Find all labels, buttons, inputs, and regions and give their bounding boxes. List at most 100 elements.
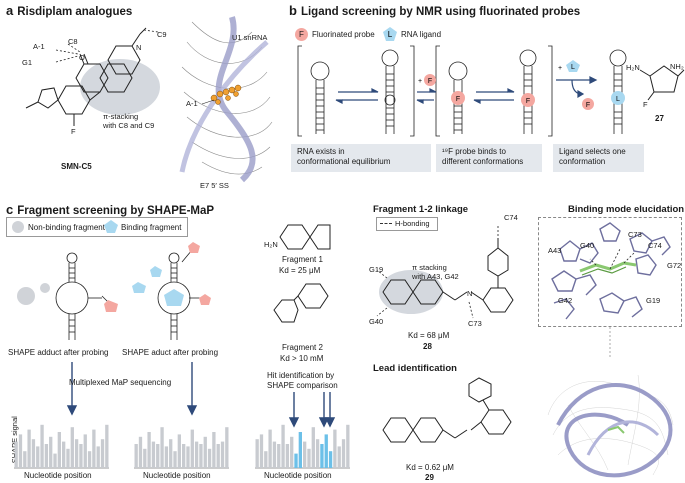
- caption-ligand-selects: Ligand selects one conformation: [553, 144, 644, 172]
- shape-bar: [328, 451, 333, 468]
- svg-text:F: F: [428, 78, 432, 85]
- binding-mode-title: Binding mode elucidation: [568, 204, 685, 215]
- shape-rna-illustrations: [17, 242, 211, 340]
- svg-text:L: L: [571, 64, 575, 71]
- caption-conformational-equilibrium: RNA exists in conformational equilibrium: [291, 144, 431, 172]
- shape-bar: [320, 444, 324, 468]
- smn-c5-structure: [25, 27, 160, 126]
- caption-probe-binds: ¹⁹F probe binds to different conformatio…: [436, 144, 542, 172]
- seq-arrows: [66, 362, 198, 416]
- shape-bar: [264, 451, 268, 468]
- shape-bar: [346, 424, 350, 468]
- label-a43-bind: A43: [548, 246, 562, 255]
- label-o-a: O: [79, 53, 85, 62]
- stacking-ellipse: [80, 59, 160, 115]
- shape-bar: [307, 448, 311, 468]
- svg-text:F: F: [586, 102, 590, 109]
- panel-b-letter: b: [289, 3, 297, 18]
- compound-27-label: 27: [655, 114, 664, 123]
- label-nh-28: N: [467, 289, 473, 298]
- hit-identification-label: Hit identification by SHAPE comparison: [267, 371, 338, 390]
- binding-mode-inset: [538, 217, 682, 327]
- kd-29: Kd = 0.62 μM: [406, 463, 454, 472]
- fragment-1-h2n: H₂N: [264, 240, 278, 249]
- fragment-1-structure: [279, 224, 331, 250]
- shape-bar: [164, 446, 169, 468]
- nonbinding-fragment-label: Non-binding fragment: [28, 223, 105, 232]
- label-g40-28: G40: [369, 317, 384, 326]
- fragment-2-structure: [273, 283, 329, 323]
- shape-bar: [294, 453, 298, 468]
- shape-bar: [143, 448, 147, 468]
- atom-nh2-27: NH₂: [670, 62, 684, 71]
- shape-bar: [92, 429, 96, 468]
- shape-bar: [255, 439, 259, 468]
- shape-bar: [268, 429, 272, 468]
- fragment-1-kd: Kd = 25 μM: [279, 266, 321, 275]
- shape-bar: [36, 446, 40, 468]
- svg-text:F: F: [456, 96, 460, 103]
- label-g19-bind: G19: [646, 296, 661, 305]
- shape-bar: [190, 429, 194, 468]
- shape-bar: [259, 434, 264, 468]
- h-bonding-legend-dash: [380, 223, 392, 224]
- nmr-scheme: + F F F + L F: [297, 45, 685, 137]
- shape-bar: [83, 434, 87, 468]
- atom-f-27: F: [643, 100, 648, 109]
- label-g40-bind: G40: [580, 241, 595, 250]
- shape-bar: [27, 429, 31, 468]
- shape-bar: [138, 436, 143, 468]
- multiplexed-map-sequencing-label: Multiplexed MaP sequencing: [69, 378, 172, 387]
- shape-bar: [44, 444, 49, 468]
- shape-bar: [324, 434, 328, 468]
- legend-fluorinated-probe-label: Fluorinated probe: [312, 30, 375, 39]
- label-pi-stacking: π-stacking with C8 and C9: [103, 112, 155, 130]
- svg-text:L: L: [388, 30, 393, 39]
- shape-bar: [225, 427, 229, 468]
- xlabel-chart-1: Nucleotide position: [24, 471, 92, 480]
- fragment-1-name: Fragment 1: [282, 255, 323, 264]
- svg-text:+: +: [418, 78, 422, 85]
- label-c74-bind: C74: [648, 241, 662, 250]
- svg-text:L: L: [616, 96, 620, 103]
- shape-bar: [79, 444, 83, 468]
- label-u1-snrna: U1 snRNA: [232, 33, 268, 42]
- shape-bar: [62, 441, 66, 468]
- lead-title: Lead identification: [373, 363, 457, 374]
- fragment-2-name: Fragment 2: [282, 343, 323, 352]
- label-c8: C8: [68, 37, 78, 46]
- shape-bar: [203, 436, 207, 468]
- label-g19-28: G19: [369, 265, 384, 274]
- label-n-a: N: [136, 43, 142, 52]
- u1-strand: [215, 16, 256, 183]
- label-c9: C9: [157, 30, 167, 39]
- shape-bar: [333, 429, 337, 468]
- legend-fluorinated-probe-badge: F: [295, 28, 308, 41]
- shape-bar: [337, 446, 341, 468]
- xlabel-chart-2: Nucleotide position: [143, 471, 211, 480]
- shape-bar: [134, 444, 138, 468]
- shape-bar: [216, 444, 220, 468]
- shape-chart-3: [255, 424, 350, 469]
- shape-bar: [66, 448, 70, 468]
- shape-bar: [173, 451, 177, 468]
- shape-bar: [74, 439, 79, 468]
- panel-c-letter: c: [6, 202, 14, 217]
- compound-28-structure: [376, 226, 514, 319]
- shape-bar: [177, 434, 181, 468]
- shape-bar: [53, 453, 57, 468]
- label-a1: A-1: [33, 42, 45, 51]
- atom-h2n-27: H₂N: [626, 63, 640, 72]
- shape-bar: [207, 448, 212, 468]
- label-c74-28: C74: [504, 213, 518, 222]
- shape-bar: [212, 432, 216, 468]
- panel-c-title-text: Fragment screening by SHAPE-MaP: [17, 205, 215, 217]
- xlabel-chart-3: Nucleotide position: [264, 471, 332, 480]
- h-bonding-legend-box: [376, 217, 438, 231]
- shape-chart-2: [134, 427, 229, 469]
- shape-bar: [100, 439, 105, 468]
- legend-ligand-badge: L: [383, 27, 397, 41]
- shape-bar: [40, 424, 44, 468]
